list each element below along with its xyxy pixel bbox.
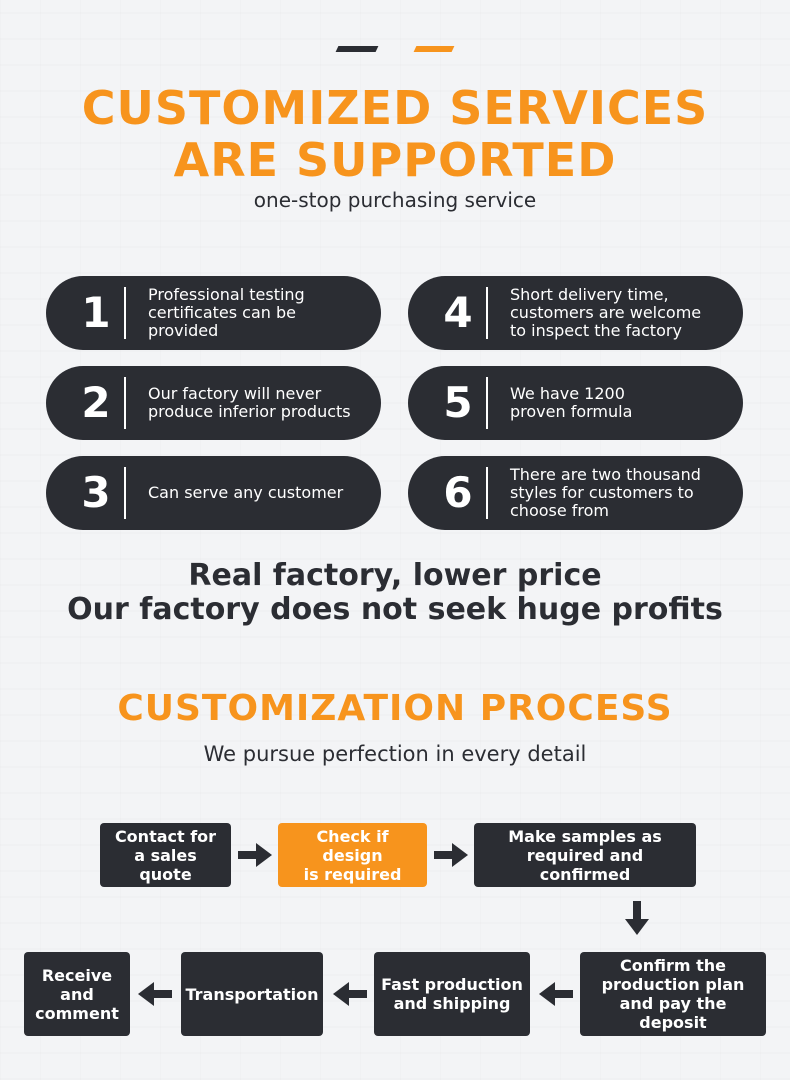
feature-divider [486,377,488,429]
feature-text-line: provided [148,321,219,340]
feature-text-line: Our factory will never [148,384,322,403]
feature-divider [124,287,126,339]
feature-pill-2: 2 Our factory will never produce inferio… [46,366,381,440]
feature-text-line: styles for customers to [510,483,694,502]
process-subtitle: We pursue perfection in every detail [203,742,587,766]
step-text-line: Transportation [185,984,319,1004]
feature-number: 2 [81,378,111,427]
feature-number: 3 [81,468,111,517]
accent-dark-stripe [335,46,379,52]
feature-divider [124,467,126,519]
step-text-line: Fast production [381,975,523,994]
feature-number: 5 [443,378,473,427]
headline-subtitle: one-stop purchasing service [253,188,537,212]
arrow-left-icon [333,982,367,1006]
step-text-line: required and confirmed [526,845,644,884]
step-text-line: and pay the deposit [619,994,727,1032]
feature-text: Professional testing certificates can be… [148,276,367,350]
feature-text-line: There are two thousand [510,465,701,484]
step-text-line: Check if design [316,826,389,865]
feature-text-line: Can serve any customer [148,483,344,502]
step-text-line: and shipping [393,994,511,1013]
step-text-line: comment [35,1003,119,1023]
arrow-left-icon [138,982,172,1006]
step-text-line: production plan [601,975,745,994]
feature-divider [486,467,488,519]
arrow-right-icon [238,843,272,867]
feature-text-line: to inspect the factory [510,321,682,340]
tagline-line1: Real factory, lower price [188,558,602,593]
top-accent-bar [335,46,455,52]
step-text-line: and [60,984,94,1004]
feature-text-line: Professional testing [148,285,305,304]
headline-line2: ARE SUPPORTED [173,133,617,187]
step-text-line: a sales quote [134,845,197,884]
feature-text-line: Short delivery time, [510,285,669,304]
feature-text-line: customers are welcome [510,303,702,322]
accent-orange-stripe [413,46,455,52]
feature-divider [124,377,126,429]
feature-divider [486,287,488,339]
step-text-line: Confirm the [619,956,726,975]
arrow-left-icon [539,982,573,1006]
feature-pill-4: 4 Short delivery time, customers are wel… [408,276,743,350]
arrow-down-icon [625,901,649,935]
feature-text-line: We have 1200 [510,384,625,403]
feature-text: There are two thousand styles for custom… [510,456,729,530]
tagline-line2: Our factory does not seek huge profits [67,592,723,627]
feature-text-line: certificates can be [148,303,296,322]
feature-number: 4 [443,288,473,337]
headline-line1: CUSTOMIZED SERVICES [81,81,709,135]
step-text-line: Contact for [114,826,217,846]
process-step-transportation: Transportation [181,952,323,1036]
feature-pill-3: 3 Can serve any customer [46,456,381,530]
step-text-line: is required [303,864,402,884]
feature-text-line: produce inferior products [148,402,351,421]
feature-pill-5: 5 We have 1200 proven formula [408,366,743,440]
feature-text-line: proven formula [510,402,633,421]
feature-text: Short delivery time, customers are welco… [510,276,729,350]
feature-number: 6 [443,468,473,517]
feature-text: We have 1200 proven formula [510,366,729,440]
feature-text-line: choose from [510,501,610,520]
feature-pill-6: 6 There are two thousand styles for cust… [408,456,743,530]
feature-pill-1: 1 Professional testing certificates can … [46,276,381,350]
arrow-right-icon [434,843,468,867]
feature-text: Can serve any customer [148,456,367,530]
process-title: CUSTOMIZATION PROCESS [117,688,673,729]
feature-number: 1 [81,288,111,337]
feature-text: Our factory will never produce inferior … [148,366,367,440]
step-text-line: Receive [41,965,113,985]
step-text-line: Make samples as [508,826,662,846]
